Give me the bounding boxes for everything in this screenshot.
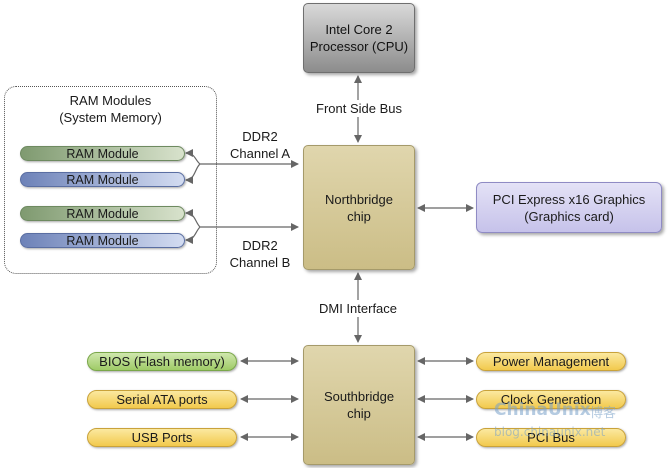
- watermark-brand: ChinaUnix: [494, 400, 591, 420]
- channel-a-label: DDR2 Channel A: [230, 129, 290, 161]
- ram-region-title: RAM Modules (System Memory): [59, 93, 162, 125]
- power-management-box: Power Management: [476, 352, 626, 371]
- pci-bus-box: PCI Bus: [476, 428, 626, 447]
- southbridge-box: Southbridge chip: [303, 345, 415, 465]
- clock-generation-box: Clock Generation: [476, 390, 626, 409]
- cpu-box: Intel Core 2 Processor (CPU): [303, 3, 415, 73]
- usb-box: USB Ports: [87, 428, 237, 447]
- ram-module-b2: RAM Module: [20, 233, 185, 248]
- watermark-cn: 博客: [590, 406, 617, 421]
- watermark-url: blog.chinaunix.net: [494, 425, 606, 439]
- ram-module-a2: RAM Module: [20, 172, 185, 187]
- dmi-label: DMI Interface: [305, 300, 411, 317]
- northbridge-box: Northbridge chip: [303, 145, 415, 270]
- ram-module-a1: RAM Module: [20, 146, 185, 161]
- channel-b-label: DDR2 Channel B: [229, 238, 291, 270]
- ram-module-b1: RAM Module: [20, 206, 185, 221]
- graphics-box: PCI Express x16 Graphics (Graphics card): [476, 182, 662, 233]
- ram-modules-region: [4, 86, 217, 274]
- fsb-label: Front Side Bus: [300, 100, 418, 117]
- bios-box: BIOS (Flash memory): [87, 352, 237, 371]
- sata-box: Serial ATA ports: [87, 390, 237, 409]
